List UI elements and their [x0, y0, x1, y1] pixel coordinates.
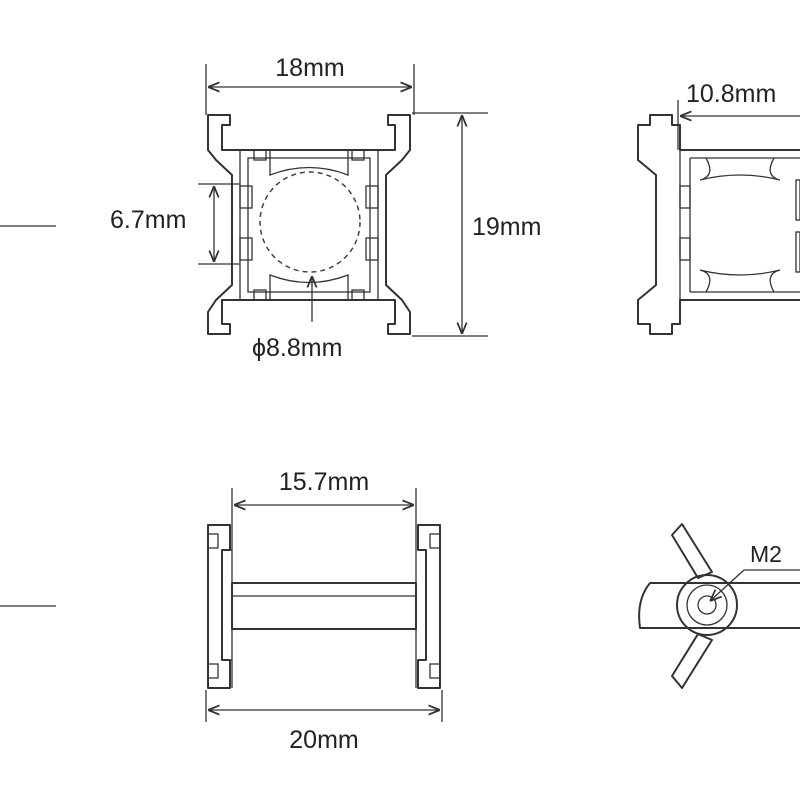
label-bore-diameter: ϕ8.8mm	[252, 334, 342, 362]
bore-circle	[259, 171, 361, 273]
dim-bore-diameter: ϕ8.8mm	[252, 276, 342, 362]
dim-screw: M2	[710, 541, 800, 601]
dim-inner-width: 15.7mm	[231, 468, 417, 525]
side-view	[637, 114, 800, 335]
end-view	[638, 523, 800, 689]
front-view	[207, 114, 411, 335]
label-m2: M2	[750, 541, 782, 567]
label-6-7mm: 6.7mm	[110, 206, 186, 234]
label-18mm: 18mm	[275, 54, 344, 82]
dim-side-width: 10.8mm	[677, 80, 800, 150]
label-15-7mm: 15.7mm	[279, 468, 369, 496]
label-19mm: 19mm	[472, 213, 541, 241]
dim-top-width: 18mm	[205, 54, 415, 115]
top-view	[207, 524, 441, 689]
label-20mm: 20mm	[289, 726, 358, 754]
dim-bottom-width: 20mm	[205, 690, 443, 754]
dim-top-height: 19mm	[412, 112, 541, 337]
label-10-8mm: 10.8mm	[686, 80, 776, 108]
dim-bore-height: 6.7mm	[110, 183, 240, 265]
